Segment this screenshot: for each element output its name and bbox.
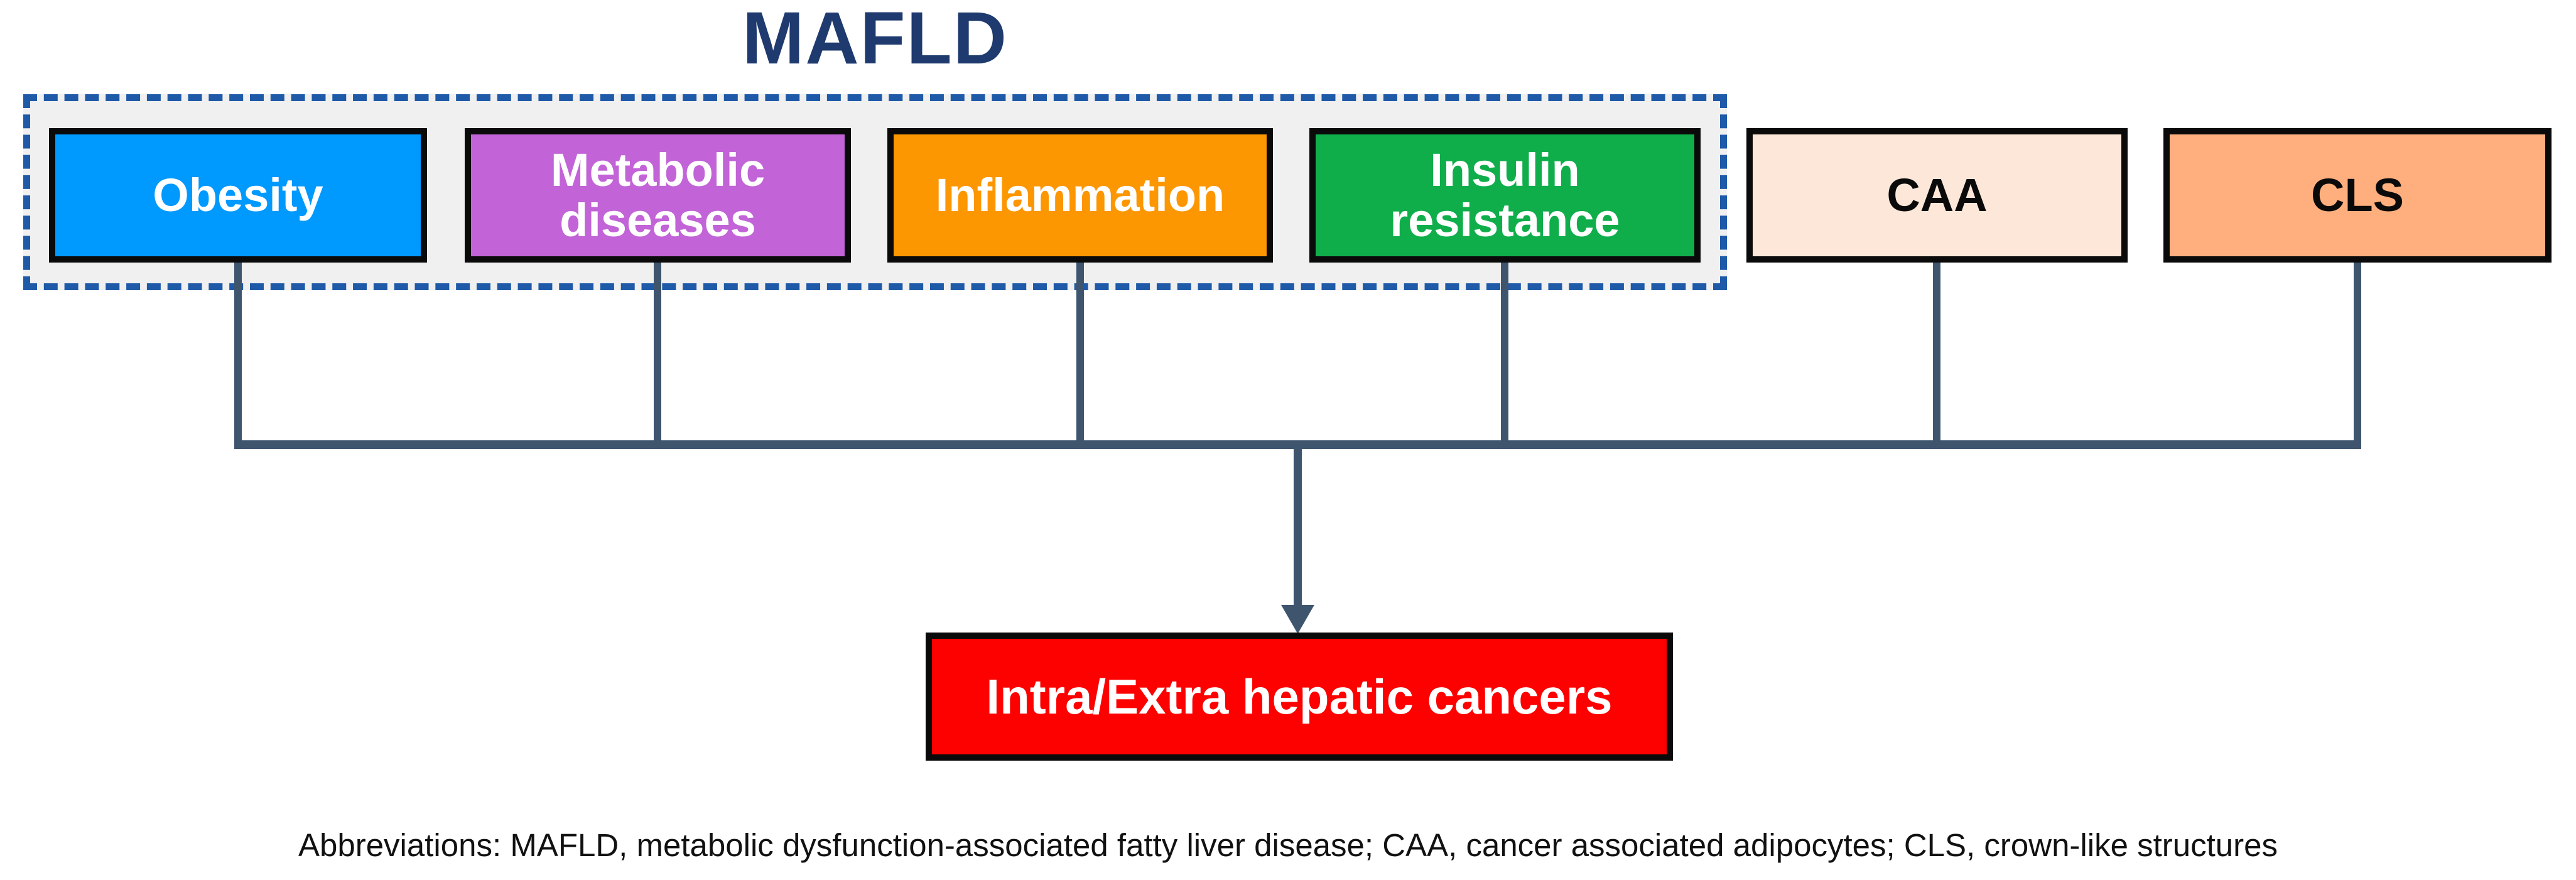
connector-insulin-resistance-line [1501,261,1508,449]
connector-outcome-arrow-shaft [1294,446,1302,606]
node-obesity: Obesity [49,128,427,263]
abbreviations-footnote: Abbreviations: MAFLD, metabolic dysfunct… [298,827,2278,863]
connector-inflammation-line [1076,261,1084,449]
node-caa: CAA [1746,128,2128,263]
connector-obesity-line [234,261,242,449]
connector-cls-line [2354,261,2361,449]
node-metabolic-diseases: Metabolic diseases [465,128,851,263]
connector-caa-line [1933,261,1940,449]
node-insulin-resistance: Insulin resistance [1309,128,1701,263]
arrow-down-icon [1281,605,1314,634]
node-inflammation: Inflammation [887,128,1273,263]
connector-metabolic-diseases-line [654,261,661,449]
diagram-title: MAFLD [742,0,1008,80]
node-intra-extra-hepatic-cancers: Intra/Extra hepatic cancers [926,633,1673,761]
node-cls: CLS [2163,128,2552,263]
connector-horizontal-bus-line [234,440,2361,449]
